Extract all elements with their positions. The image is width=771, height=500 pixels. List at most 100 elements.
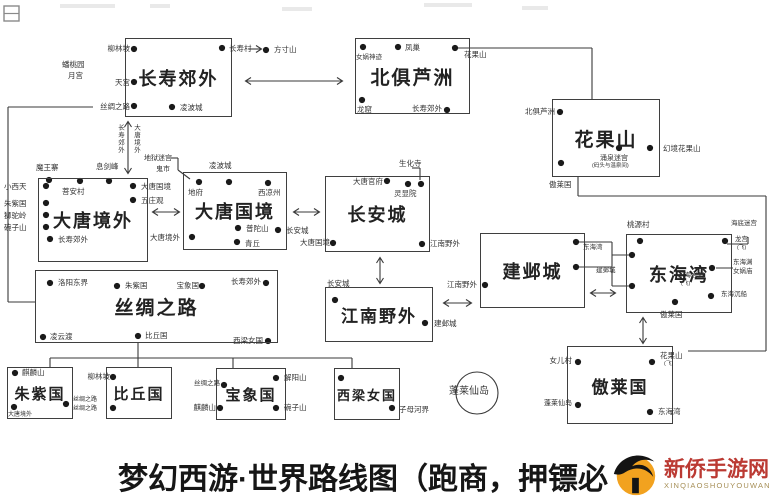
map-dot — [10, 403, 18, 411]
region-name-zhuzi-guo: 朱紫国 — [14, 385, 66, 403]
region-name-changan-city: 长安城 — [347, 205, 408, 225]
map-label: 建邺城 — [596, 267, 616, 274]
region-beijuluzhou: 北俱芦洲 — [355, 38, 470, 114]
map-label: 花果山 — [464, 50, 487, 59]
map-label: (飞) — [681, 281, 691, 287]
map-label: 解阳山 — [284, 373, 307, 382]
map-label: 桃源村 — [627, 220, 650, 229]
penglai-island-circle — [455, 371, 499, 415]
map-dot — [418, 240, 426, 248]
map-dot — [129, 182, 137, 190]
map-dot — [574, 401, 582, 409]
map-label: 大唐境外 — [8, 412, 33, 418]
map-dot — [198, 282, 206, 290]
map-label: 江南野外 — [447, 280, 477, 289]
map-dot — [359, 43, 367, 51]
map-label: 西梁女国 — [233, 336, 263, 345]
map-label: 大唐国境 — [141, 182, 171, 191]
map-label: 麒麟山 — [193, 403, 217, 412]
map-label: 东海湾 — [583, 244, 603, 251]
map-label: 长寿郊外 — [116, 124, 124, 154]
map-label: 花果山 — [660, 351, 683, 360]
map-label: 大唐国境 — [300, 238, 330, 247]
map-dot — [109, 373, 117, 381]
map-label: 建邺城 — [434, 319, 457, 328]
map-dot — [708, 264, 716, 272]
region-name-silk-road: 丝绸之路 — [114, 298, 199, 319]
map-label: 柳林坡 — [107, 44, 131, 53]
region-huaguoshan: 花果山 — [552, 99, 660, 177]
map-label: 朱紫国 — [4, 199, 27, 208]
map-label: 青丘 — [245, 239, 260, 248]
map-dot — [451, 44, 459, 52]
map-dot — [134, 332, 142, 340]
map-label: 柳林坡 — [87, 372, 111, 381]
map-label: 丝绸之路 — [100, 102, 130, 111]
map-dot — [615, 144, 623, 152]
caption-bar: 梦幻西游·世界路线图（跑商，押镖必 新侨手游网 XINQIAOSHOUYOUWA… — [0, 448, 771, 500]
map-dot — [129, 196, 137, 204]
map-label: 东海湾 — [658, 407, 681, 416]
region-biqiu-guo: 比丘国 — [106, 367, 172, 419]
map-label: 凌波城 — [180, 103, 203, 112]
map-label: 幻境花果山 — [663, 144, 701, 153]
map-label: 子母河界 — [399, 405, 429, 414]
map-dot — [331, 296, 339, 304]
map-dot — [262, 46, 270, 54]
map-label: 月宫 — [68, 71, 83, 80]
region-changan-city: 长安城 — [325, 176, 430, 252]
map-dot — [337, 374, 345, 382]
map-label: 女娲神迹 — [356, 54, 382, 61]
site-logo-sub: XINQIAOSHOUYOUWANG — [664, 481, 771, 491]
map-label: 涌泉迷宫 — [600, 155, 628, 162]
map-dot — [264, 179, 272, 187]
map-label: (飞) — [737, 245, 747, 251]
map-dot — [628, 251, 636, 259]
site-logo: 新侨手游网 XINQIAOSHOUYOUWANG — [610, 449, 771, 499]
map-dot — [572, 263, 580, 271]
map-dot — [481, 281, 489, 289]
map-dot — [130, 45, 138, 53]
map-dot — [671, 298, 679, 306]
region-datang-outskirts: 大唐境外 — [38, 178, 148, 262]
region-name-donghai-bay: 东海湾 — [649, 264, 709, 285]
map-label: 西凉州 — [258, 188, 281, 197]
site-logo-icon — [613, 455, 656, 496]
map-label: 普陀山 — [246, 224, 269, 233]
map-dot — [721, 237, 729, 245]
map-dot — [168, 103, 176, 111]
map-label: 朱紫国 — [125, 281, 148, 290]
map-label: 女娲庙 — [733, 268, 753, 275]
map-label: 大唐官府 — [353, 177, 383, 186]
region-xiliang-nvguo: 西梁女国 — [334, 368, 400, 420]
region-changshou-suburbs: 长寿郊外 — [125, 38, 232, 117]
region-name-jiangnan-wilds: 江南野外 — [341, 307, 417, 326]
map-label: 长寿郊外 — [412, 104, 442, 113]
map-label: 凌云渡 — [50, 332, 73, 341]
map-label: 蟠桃园 — [62, 60, 85, 69]
region-name-beijuluzhou: 北俱芦洲 — [370, 67, 455, 89]
region-donghai-bay: 东海湾 — [626, 234, 732, 313]
map-label: 江南野外 — [430, 239, 460, 248]
map-label: 魔王寨 — [36, 163, 59, 172]
map-dot — [358, 96, 366, 104]
map-dot — [394, 43, 402, 51]
map-dot — [216, 404, 224, 412]
caption-title: 梦幻西游·世界路线图（跑商，押镖必 — [118, 463, 608, 496]
region-name-biqiu-guo: 比丘国 — [113, 385, 165, 403]
region-aolai-guo: 傲莱国 — [567, 346, 673, 424]
map-label: 长安城 — [327, 279, 350, 288]
map-dot — [195, 178, 203, 186]
map-dot — [188, 233, 196, 241]
map-label: 碗子山 — [4, 223, 27, 232]
map-dot — [105, 177, 113, 185]
region-name-datang-outskirts: 大唐境外 — [53, 211, 133, 231]
region-name-huaguoshan: 花果山 — [574, 129, 638, 151]
map-dot — [218, 44, 226, 52]
map-dot — [46, 235, 54, 243]
map-dot — [383, 177, 391, 185]
map-label: 蓬莱仙岛 — [544, 400, 572, 407]
map-label: (飞) — [664, 361, 674, 367]
map-label: 傲莱国 — [660, 310, 683, 319]
